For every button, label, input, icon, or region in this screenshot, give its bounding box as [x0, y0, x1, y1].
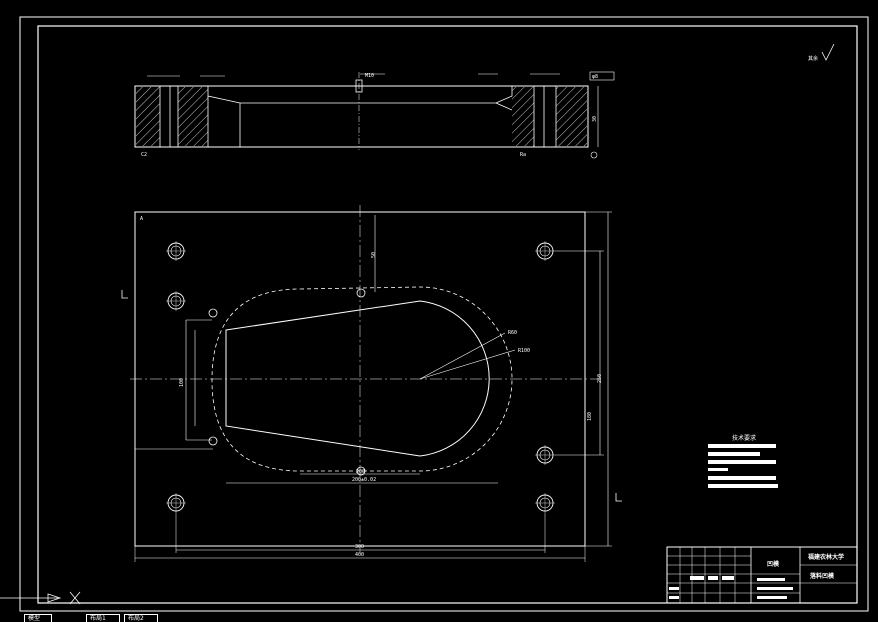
pin-hole-left-2[interactable] [208, 436, 218, 446]
svg-text:M10: M10 [365, 73, 374, 79]
svg-text:180: 180 [587, 412, 593, 421]
section-view: φ8 M10 30 C2 Ra [134, 71, 615, 159]
svg-text:福建农林大学: 福建农林大学 [807, 553, 844, 561]
pin-hole-top[interactable] [356, 288, 366, 298]
technical-requirements: 技术要求 [708, 434, 778, 488]
svg-text:C2: C2 [141, 152, 147, 158]
roughness-symbol [821, 43, 835, 61]
section-hatch-right-1 [512, 87, 534, 146]
svg-text:100: 100 [179, 378, 185, 387]
section-outline [134, 85, 589, 148]
svg-text:A: A [140, 216, 143, 222]
ucs-icon [0, 591, 81, 605]
section-hatch-left-2 [178, 87, 208, 146]
tab-model[interactable]: 模型 [24, 614, 52, 622]
screw-hole-tl[interactable] [166, 241, 186, 261]
svg-text:φ8: φ8 [592, 74, 598, 80]
svg-text:300: 300 [355, 544, 364, 550]
svg-text:技术要求: 技术要求 [732, 434, 756, 442]
title-block: 凹模 福建农林大学 落料凹模 [666, 546, 858, 604]
cavity-profile[interactable] [225, 300, 490, 457]
svg-text:30: 30 [592, 116, 598, 122]
plan-view: R60 R100 100 200±0.02 200 300 40 [121, 205, 622, 562]
pin-hole-bottom[interactable] [356, 466, 366, 476]
screw-hole-bl[interactable] [166, 493, 186, 513]
svg-text:落料凹模: 落料凹模 [810, 572, 835, 580]
tab-layout2[interactable]: 布局2 [124, 614, 158, 622]
inner-border [37, 25, 858, 604]
screw-hole-mr[interactable] [535, 445, 555, 465]
screw-hole-tr[interactable] [535, 241, 555, 261]
svg-text:200: 200 [356, 469, 365, 475]
svg-text:R100: R100 [518, 348, 530, 354]
svg-text:R60: R60 [508, 330, 517, 336]
svg-text:250: 250 [597, 374, 603, 383]
layout-tabs-bar: 模型 布局1 布局2 [0, 614, 878, 622]
svg-text:400: 400 [355, 552, 364, 558]
cavity-relief [211, 286, 513, 472]
screw-hole-br[interactable] [535, 493, 555, 513]
svg-text:Ra: Ra [520, 152, 526, 158]
roughness-label: 其余 [808, 55, 818, 62]
svg-text:200±0.02: 200±0.02 [352, 477, 376, 483]
outer-frame [19, 16, 869, 612]
section-hatch-left-1 [136, 87, 160, 146]
svg-text:凹模: 凹模 [767, 560, 780, 568]
screw-hole-ml[interactable] [166, 291, 186, 311]
section-hatch-right-2 [556, 87, 587, 146]
svg-text:50: 50 [371, 252, 377, 258]
tab-layout1[interactable]: 布局1 [86, 614, 120, 622]
pin-hole-left-1[interactable] [208, 308, 218, 318]
